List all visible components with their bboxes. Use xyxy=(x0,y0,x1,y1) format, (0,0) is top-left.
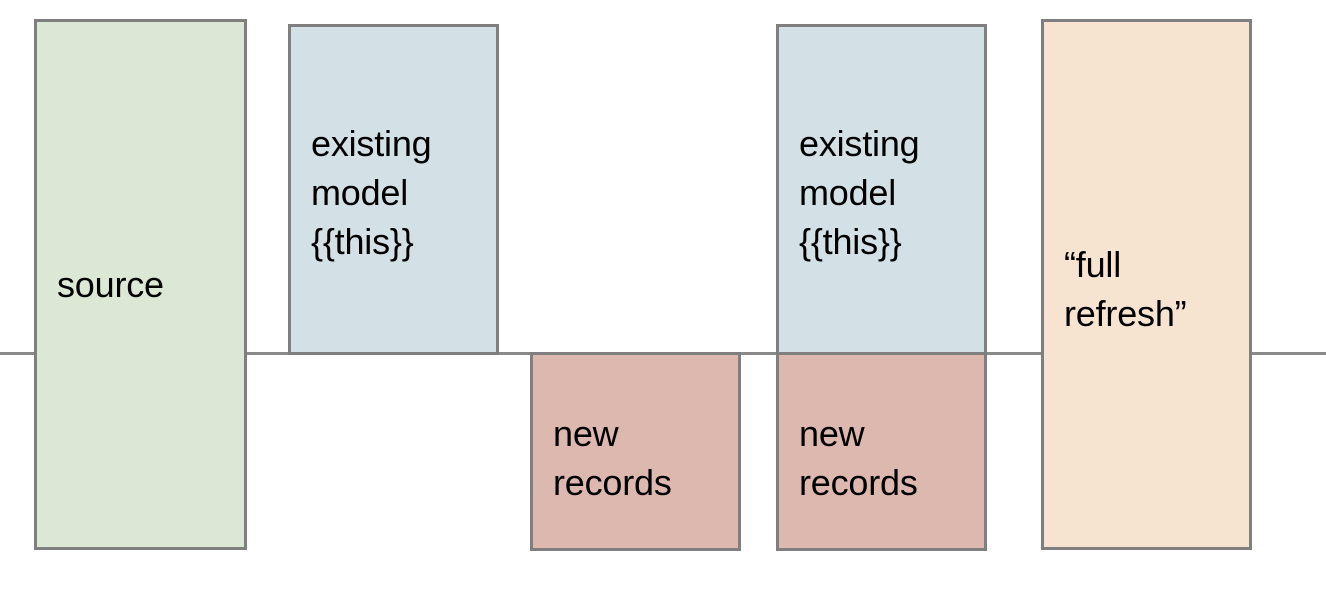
box-source-label: source xyxy=(57,264,164,305)
box-new-records-left-label: new records xyxy=(553,413,672,503)
box-full-refresh-label: “full refresh” xyxy=(1064,244,1187,334)
box-existing-model-right-label: existing model {{this}} xyxy=(799,123,920,262)
box-new-records-right[interactable]: new records xyxy=(776,352,987,551)
box-new-records-right-label: new records xyxy=(799,413,918,503)
box-existing-model-left[interactable]: existing model {{this}} xyxy=(288,24,499,355)
box-existing-model-left-label: existing model {{this}} xyxy=(311,123,432,262)
box-new-records-left[interactable]: new records xyxy=(530,352,741,551)
box-full-refresh[interactable]: “full refresh” xyxy=(1041,19,1252,550)
box-existing-model-right[interactable]: existing model {{this}} xyxy=(776,24,987,355)
box-source[interactable]: source xyxy=(34,19,247,550)
